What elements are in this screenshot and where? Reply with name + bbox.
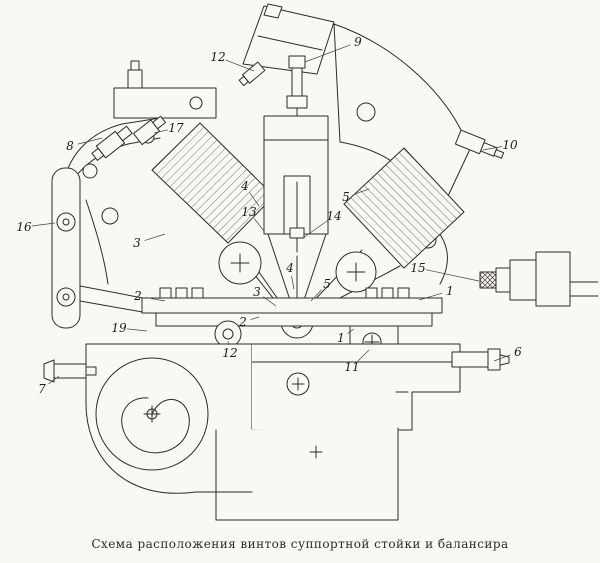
callout-13: 13	[241, 205, 257, 219]
callout-3: 3	[133, 236, 141, 250]
left-link-bar	[51, 167, 149, 329]
left-balancer-arm	[151, 122, 290, 316]
left-top-block	[113, 60, 217, 119]
callout-11: 11	[344, 360, 360, 374]
callout-4: 4	[241, 179, 249, 193]
base-foot	[215, 427, 399, 521]
callout-12: 12	[210, 50, 226, 64]
callout-15: 15	[410, 261, 426, 275]
base-right-deck	[251, 343, 461, 431]
top-screw	[286, 55, 308, 121]
callout-14: 14	[326, 209, 342, 223]
base-left-housing	[85, 343, 253, 494]
callout-10: 10	[502, 138, 518, 152]
callout-1: 1	[337, 331, 345, 345]
diagonal-bolt-8	[91, 125, 133, 161]
callout-2: 2	[239, 315, 247, 329]
callout-19: 19	[111, 321, 127, 335]
callout-5: 5	[323, 277, 331, 291]
callout-17: 17	[168, 121, 184, 135]
callout-5: 5	[342, 190, 350, 204]
callout-2: 2	[134, 289, 142, 303]
schematic-drawing	[43, 3, 599, 521]
upper-left-bolt	[238, 61, 266, 87]
callout-6: 6	[514, 345, 522, 359]
callout-16: 16	[16, 220, 32, 234]
callout-8: 8	[66, 139, 74, 153]
callout-12: 12	[222, 346, 238, 360]
callout-9: 9	[354, 35, 362, 49]
right-balancer-arm	[305, 147, 465, 315]
detached-part	[479, 251, 599, 307]
right-clamp-screw	[451, 348, 510, 371]
callout-4: 4	[286, 261, 294, 275]
callout-1: 1	[446, 284, 454, 298]
diagonal-bolt-17	[133, 115, 166, 146]
callout-7: 7	[38, 382, 46, 396]
platform	[141, 287, 443, 327]
callout-3: 3	[253, 285, 261, 299]
figure-caption: Схема расположения винтов суппортной сто…	[91, 537, 509, 551]
